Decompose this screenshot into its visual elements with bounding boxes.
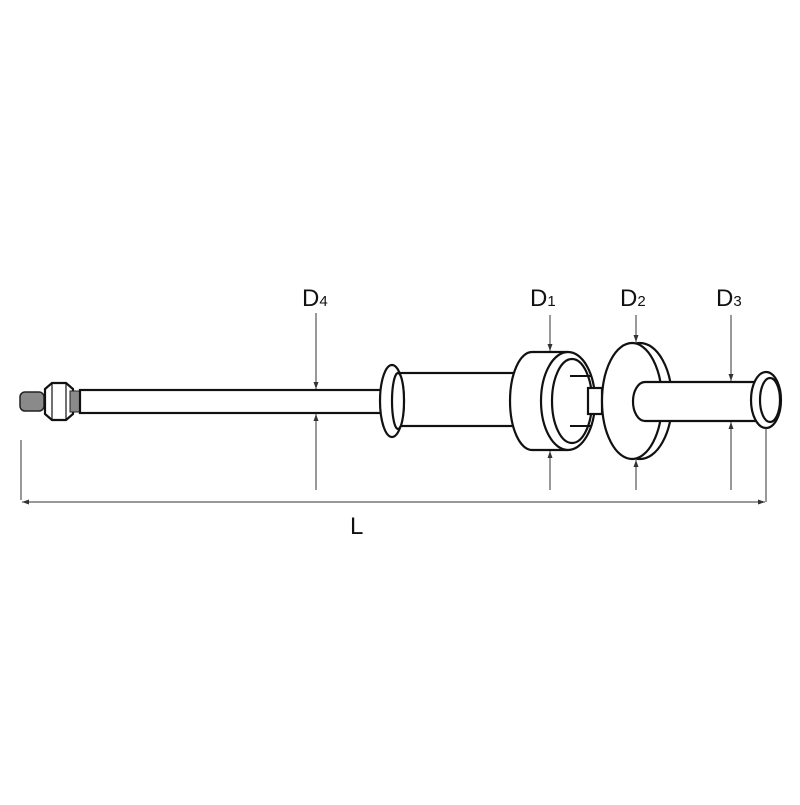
label-d3: D3 — [716, 285, 742, 312]
label-d2: D2 — [620, 285, 646, 312]
end-rod — [631, 370, 783, 430]
dimension-length — [20, 428, 767, 505]
label-d1: D1 — [530, 285, 556, 312]
threaded-end — [19, 381, 83, 422]
shaft — [78, 388, 392, 415]
label-d4: D4 — [302, 285, 328, 312]
sliding-weight — [508, 350, 604, 452]
handle — [378, 363, 520, 439]
label-length: L — [350, 513, 363, 540]
hex-nut — [43, 381, 75, 422]
